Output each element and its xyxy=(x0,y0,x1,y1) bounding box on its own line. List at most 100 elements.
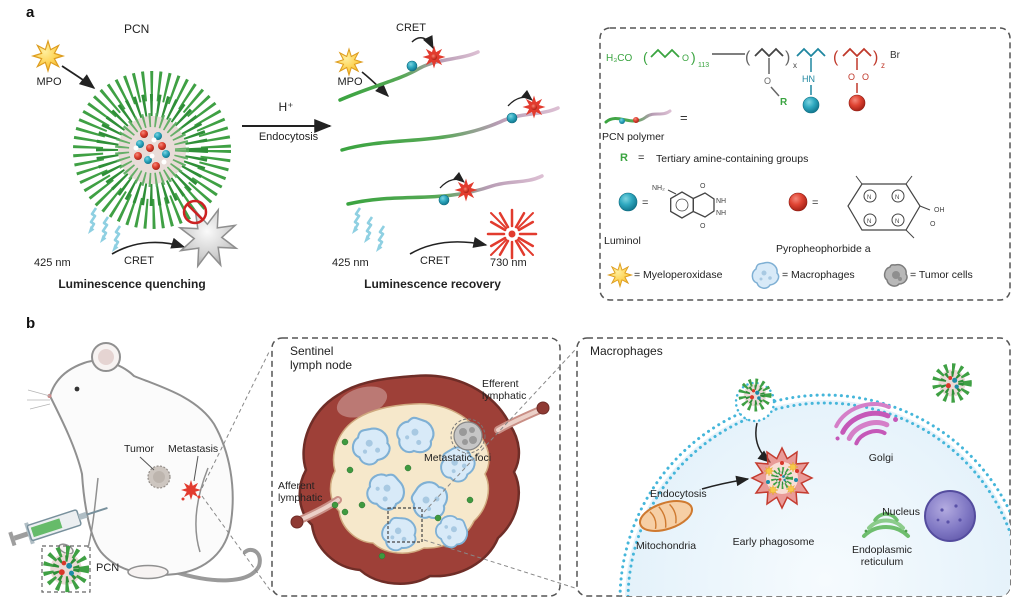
subscript-z: z xyxy=(881,61,885,70)
svg-text:O: O xyxy=(930,221,936,228)
legend-macrophages-label: = Macrophages xyxy=(782,269,855,281)
pyro-sphere-icon xyxy=(848,94,866,112)
luminol-structure: = NH NH O O NH₂ xyxy=(618,183,726,230)
svg-text:O: O xyxy=(682,53,689,63)
cret-pair-2 xyxy=(506,89,546,124)
r-definition-text: Tertiary amine-containing groups xyxy=(656,153,809,165)
svg-text:N: N xyxy=(895,219,899,225)
sln-title-line1: Sentinel xyxy=(290,344,334,358)
svg-text:(: ( xyxy=(643,49,648,65)
legend-myeloperoxidase-label: = Myeloperoxidase xyxy=(634,269,723,281)
pcn-inset-box xyxy=(41,545,91,593)
svg-text:): ) xyxy=(785,49,790,66)
pcn-dots xyxy=(331,438,474,560)
luminol-dot-icon xyxy=(406,60,418,72)
mitochondria-icon xyxy=(639,500,693,532)
tumor-cell-icon xyxy=(883,263,908,287)
luminol-sphere-icon xyxy=(618,192,638,212)
mpo-label-mid: MPO xyxy=(337,76,363,88)
luminol-dot-icon xyxy=(438,194,450,206)
recovery-label: Luminescence recovery xyxy=(364,277,501,291)
panel-a-artwork: H₃CO ( O ) 113 ( ) x O R HN ( ) z O O Br… xyxy=(32,27,1011,301)
mpo-star-mid-icon xyxy=(335,48,363,76)
polymer-chain-2 xyxy=(340,106,560,152)
nucleus-icon xyxy=(924,490,976,542)
endocytosis-label-a: Endocytosis xyxy=(258,131,319,143)
svg-text:NH: NH xyxy=(716,210,726,217)
mpo-star-icon xyxy=(785,483,797,495)
svg-text:O: O xyxy=(862,72,869,82)
endocytosis-label-arrow xyxy=(701,475,750,490)
legend-tumor-cells-label: = Tumor cells xyxy=(910,269,973,281)
pcn-polymer-label: PCN polymer xyxy=(602,131,665,143)
mpo-star-icon xyxy=(767,484,779,496)
mpo-star-icon xyxy=(32,40,64,72)
svg-text:N: N xyxy=(895,195,899,201)
svg-text:O: O xyxy=(700,223,706,230)
pcn-label-b: PCN xyxy=(96,562,120,574)
sln-title-line2: lymph node xyxy=(290,358,353,372)
mouse-tail xyxy=(173,547,262,583)
h3co-label: H₃CO xyxy=(606,53,633,64)
macrophages-title: Macrophages xyxy=(590,344,663,358)
red-emission-burst-icon xyxy=(486,208,538,260)
quenching-label: Luminescence quenching xyxy=(58,277,206,291)
hn-label: HN xyxy=(802,74,815,84)
mouse-eye xyxy=(74,386,80,392)
svg-text:N: N xyxy=(867,195,871,201)
polymer-chain-1 xyxy=(338,50,480,102)
br-label: Br xyxy=(890,50,901,61)
panel-a-letter: a xyxy=(26,4,35,21)
zoom-connector xyxy=(201,349,271,489)
cret-pair-1 xyxy=(406,45,446,72)
panel-b-artwork xyxy=(8,337,1011,597)
mpo-label-left: MPO xyxy=(36,76,62,88)
pcn-polymer-icon: = xyxy=(604,109,688,125)
light-rays-425-mid-icon xyxy=(350,206,386,254)
metastasis-icon xyxy=(181,480,201,501)
cret-pair-3 xyxy=(438,171,478,206)
cret-mid-label: CRET xyxy=(420,255,450,267)
efferent-label-line2: lymphatic xyxy=(482,390,527,402)
pcn-particle-icon xyxy=(48,551,84,587)
cret-top-arrow xyxy=(411,35,434,50)
golgi-label: Golgi xyxy=(868,452,894,464)
early-phagosome-label: Early phagosome xyxy=(732,536,815,548)
mouse-body xyxy=(48,359,234,576)
pyropheophorbide-label: Pyropheophorbide a xyxy=(776,243,871,255)
cret-arrow-left xyxy=(111,237,186,255)
golgi-icon xyxy=(834,402,899,446)
nucleus-label: Nucleus xyxy=(882,506,920,518)
zoom-connector xyxy=(423,349,576,513)
early-phagosome-icon xyxy=(751,447,813,509)
quenched-burst-icon xyxy=(168,198,248,278)
afferent-label-line2: lymphatic xyxy=(278,492,323,504)
pyropheophorbide-structure: = N N N N O OH xyxy=(788,175,945,239)
pcn-nanoparticle-icon xyxy=(73,71,231,229)
cret-top-label: CRET xyxy=(396,22,426,34)
nh2-label: NH₂ xyxy=(652,185,665,192)
light-rays-425-left-icon xyxy=(86,206,122,254)
syringe-icon xyxy=(8,506,108,547)
er-label-line2: reticulum xyxy=(860,556,904,568)
nm-425-mid-label: 425 nm xyxy=(332,257,369,269)
cell-membrane-inner xyxy=(626,401,1010,596)
svg-text:(: ( xyxy=(833,49,839,66)
tumor-label: Tumor xyxy=(124,443,154,455)
cret-left-label: CRET xyxy=(124,255,154,267)
mpo-to-chain-arrow xyxy=(361,71,389,97)
macrophage-cell-illustration xyxy=(618,368,1010,596)
cytoplasm xyxy=(625,400,1010,596)
efferent-label-line1: Efferent xyxy=(482,378,519,390)
svg-text:=: = xyxy=(812,197,818,209)
svg-text:=: = xyxy=(642,197,648,209)
h-plus-label: H⁺ xyxy=(278,100,294,114)
metastasis-label: Metastasis xyxy=(168,443,219,455)
svg-text:): ) xyxy=(691,49,696,65)
svg-text:NH: NH xyxy=(716,198,726,205)
afferent-label-line1: Afferent xyxy=(278,480,315,492)
zoom-box xyxy=(387,507,423,543)
mpo-to-pcn-arrow xyxy=(61,65,96,89)
nm-730-label: 730 nm xyxy=(490,257,527,269)
